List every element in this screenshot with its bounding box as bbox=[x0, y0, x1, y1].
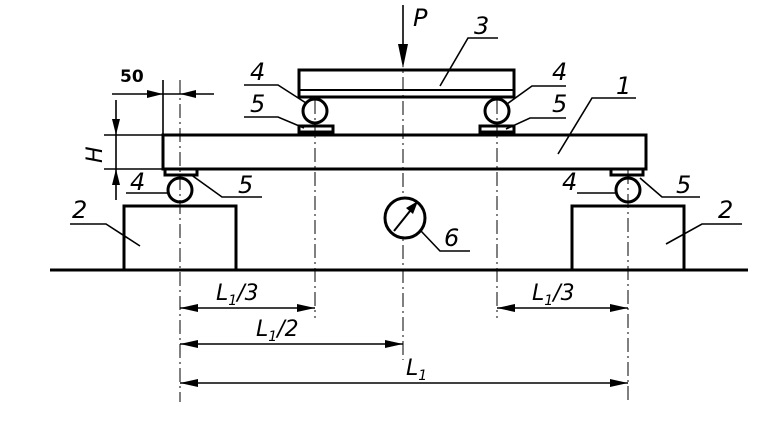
dim-span-arrow-a bbox=[180, 379, 198, 387]
top-left-plate bbox=[297, 124, 335, 134]
leader-label-5-bottom-right bbox=[639, 177, 700, 198]
dim-span-label: L1 bbox=[406, 356, 427, 384]
leader-label-3 bbox=[439, 37, 498, 87]
dim-third-right-arrow-a bbox=[497, 304, 515, 312]
leader-label-4-top-left bbox=[244, 84, 307, 104]
label-3: 3 bbox=[474, 12, 489, 40]
load-beam-outer bbox=[297, 68, 516, 99]
dim-third-left-arrow-a bbox=[180, 304, 198, 312]
dim-third-left-label: L1/3 bbox=[216, 281, 259, 309]
dim-50-label: 50 bbox=[120, 67, 144, 87]
label-5-top-left: 5 bbox=[250, 90, 265, 118]
dim-half-label: L1/2 bbox=[256, 317, 299, 345]
dim-h-label: H bbox=[83, 146, 108, 163]
dim-50-arrow-left bbox=[147, 90, 163, 98]
leader-label-1 bbox=[557, 97, 636, 155]
dim-half-arrow-b bbox=[385, 340, 403, 348]
leader-label-5-bottom-left bbox=[189, 173, 262, 198]
label-4-top-left: 4 bbox=[250, 58, 265, 86]
label-5-bottom-left: 5 bbox=[238, 171, 253, 199]
leader-label-6 bbox=[420, 230, 470, 252]
bottom-right-plate bbox=[609, 167, 645, 177]
dial-gauge-needle-tip bbox=[406, 201, 418, 214]
bottom-left-plate bbox=[163, 167, 199, 177]
label-2-right: 2 bbox=[718, 196, 733, 224]
leader-label-2-right bbox=[665, 223, 742, 245]
dim-h-arrow-top bbox=[112, 119, 120, 135]
label-2-left: 2 bbox=[72, 196, 87, 224]
force-label: P bbox=[413, 4, 428, 32]
leader-label-2-left bbox=[70, 223, 141, 247]
label-1: 1 bbox=[616, 72, 631, 100]
dim-half-arrow-a bbox=[180, 340, 198, 348]
leader-label-5-top-right bbox=[505, 117, 566, 130]
dim-third-left-arrow-b bbox=[297, 304, 315, 312]
main-beam bbox=[161, 133, 648, 171]
dim-span-arrow-b bbox=[610, 379, 628, 387]
dim-third-right-arrow-b bbox=[610, 304, 628, 312]
label-4-bottom-left: 4 bbox=[130, 168, 145, 196]
dim-50-arrow-right bbox=[180, 90, 196, 98]
force-arrow-head bbox=[398, 44, 408, 68]
dim-third-right-label: L1/3 bbox=[532, 281, 575, 309]
leader-label-5-top-left bbox=[244, 116, 305, 129]
leader-label-4-top-right bbox=[506, 85, 566, 105]
label-4-bottom-right: 4 bbox=[562, 168, 577, 196]
label-5-top-right: 5 bbox=[552, 90, 567, 118]
label-4-top-right: 4 bbox=[552, 58, 567, 86]
label-5-bottom-right: 5 bbox=[676, 171, 691, 199]
label-6: 6 bbox=[444, 224, 459, 252]
dim-h-arrow-bottom bbox=[112, 169, 120, 185]
